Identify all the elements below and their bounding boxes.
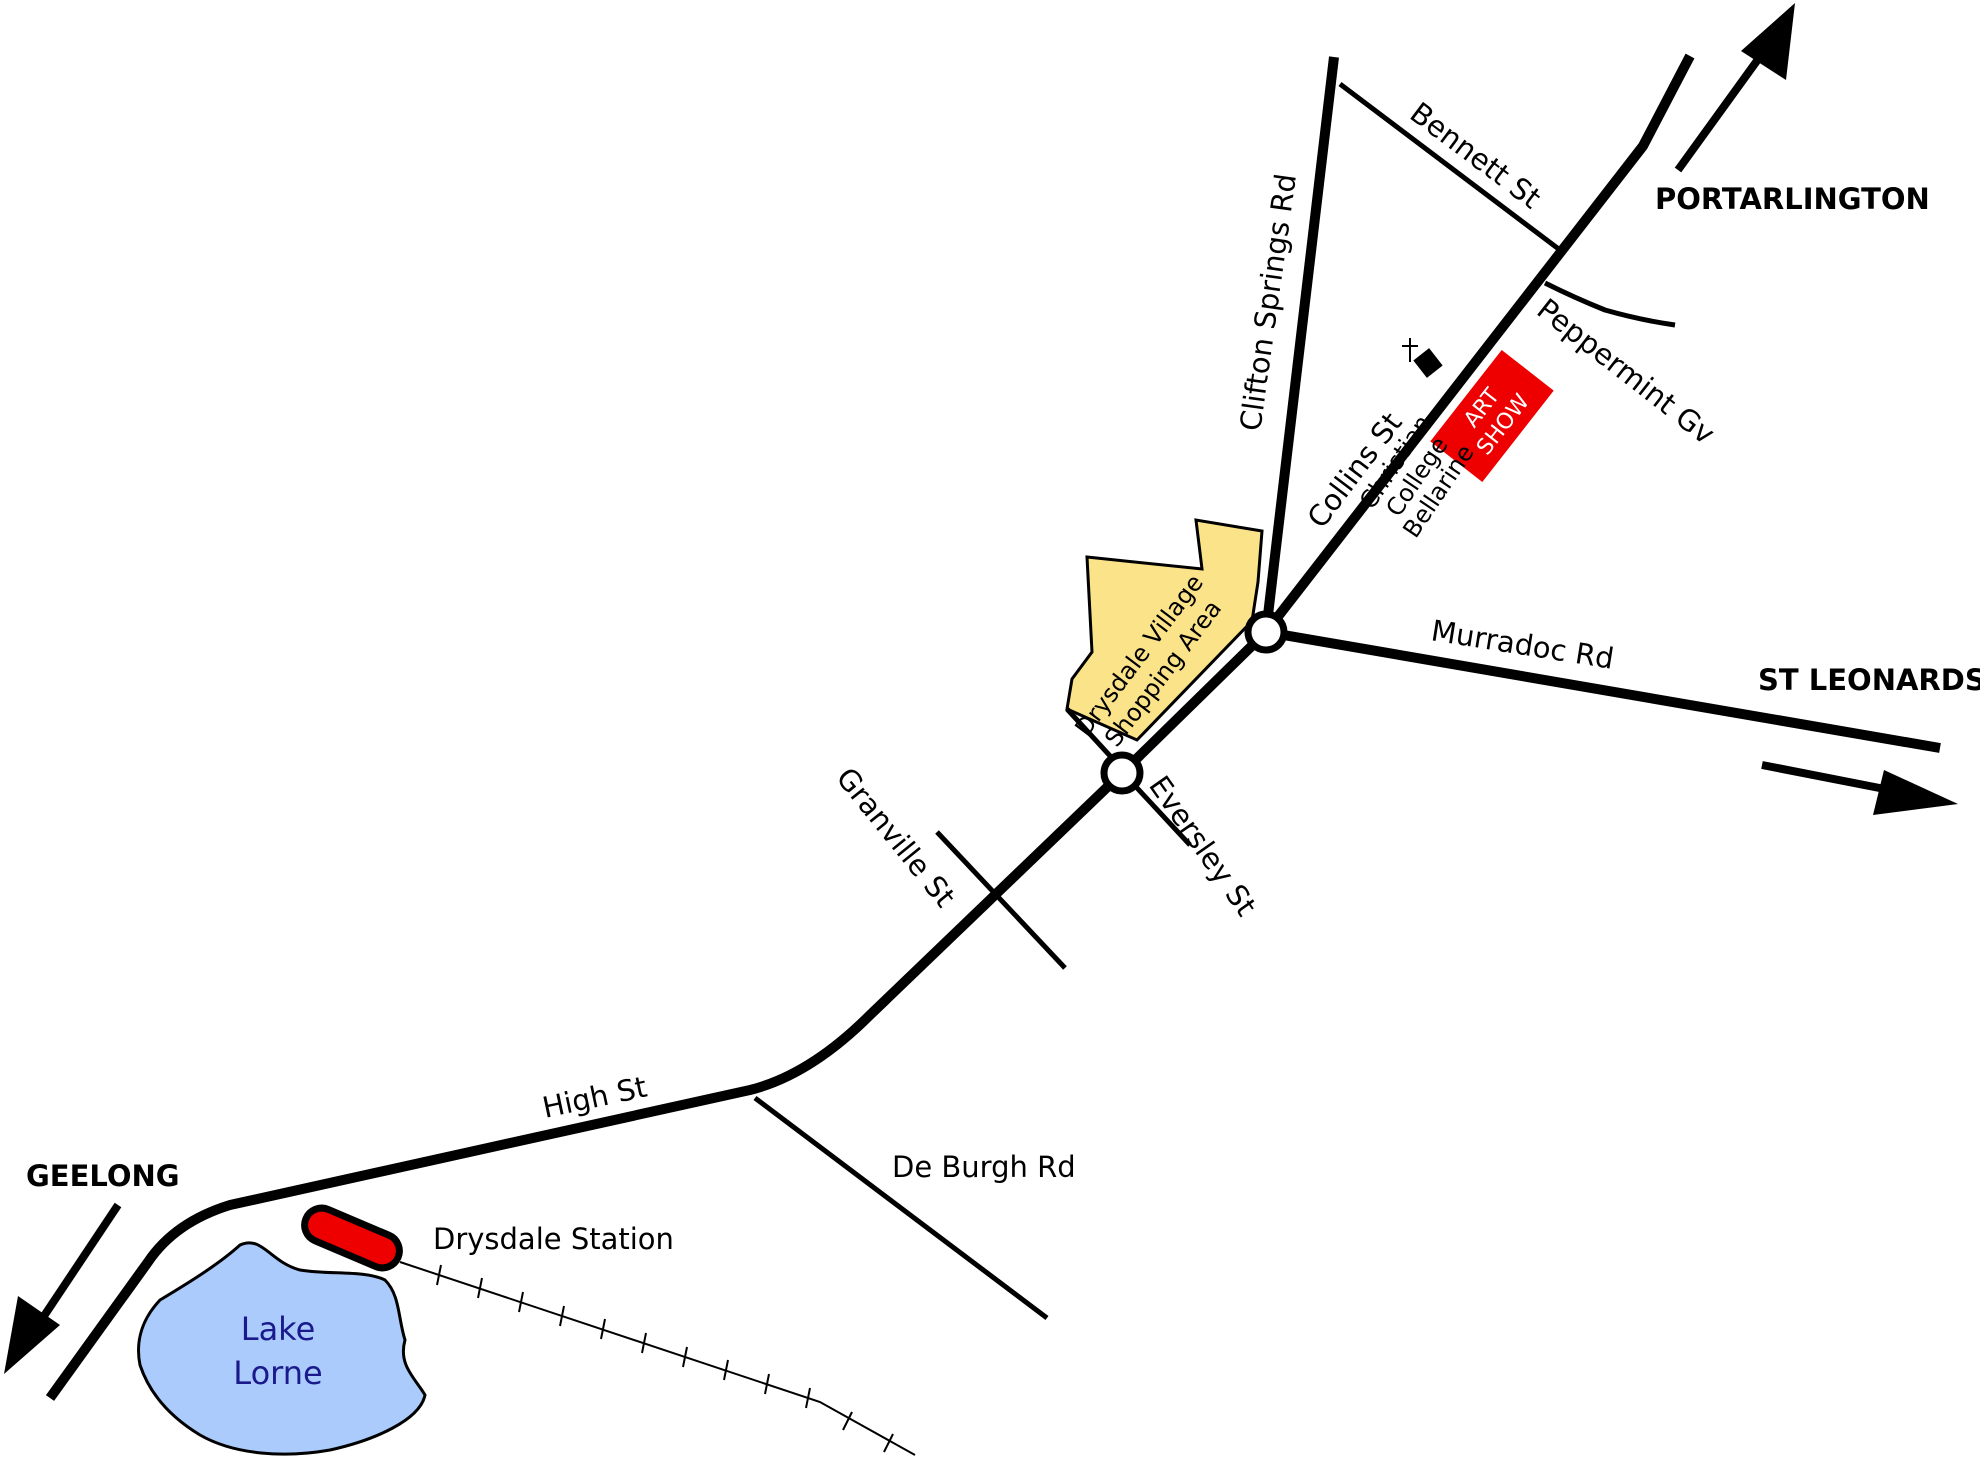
clifton-springs-rd-road — [1261, 56, 1339, 633]
arrow-icon — [1674, 3, 1795, 173]
label-de-burgh-rd: De Burgh Rd — [892, 1150, 1076, 1184]
railway-ticks — [436, 1264, 894, 1453]
minor-roads — [753, 82, 1676, 1320]
major-roads — [45, 53, 1941, 1401]
roundabout-icon — [1100, 751, 1144, 795]
peppermint-gv-road — [1543, 280, 1676, 328]
railway-line — [399, 1261, 916, 1456]
train-station-icon — [301, 1204, 403, 1272]
church-icon — [1402, 338, 1443, 378]
murradoc-rd-road — [1265, 627, 1941, 753]
lake-line2: Lorne — [233, 1354, 322, 1392]
arrow-icon — [4, 1202, 122, 1374]
high-st-road — [45, 769, 1126, 1401]
label-lake-lorne: Lake Lorne — [233, 1310, 322, 1392]
label-eversley-st: Eversley St — [1142, 770, 1263, 923]
bennett-st-road — [1338, 82, 1562, 252]
granville-st-road — [935, 830, 1067, 970]
label-drysdale-station: Drysdale Station — [433, 1222, 674, 1256]
destination-geelong: GEELONG — [26, 1159, 180, 1193]
label-bennett-st: Bennett St — [1404, 95, 1548, 215]
destination-portarlington: PORTARLINGTON — [1655, 182, 1930, 216]
arrow-icon — [1761, 761, 1958, 815]
destination-st-leonards: ST LEONARDS — [1758, 663, 1980, 697]
collins-st-road — [1262, 53, 1695, 636]
collins-st-lower-road — [1118, 628, 1270, 777]
de-burgh-rd-road — [753, 1096, 1049, 1320]
lake-lorne — [137, 1241, 427, 1456]
roundabout-icon — [1244, 610, 1288, 654]
lake-line1: Lake — [241, 1310, 316, 1348]
